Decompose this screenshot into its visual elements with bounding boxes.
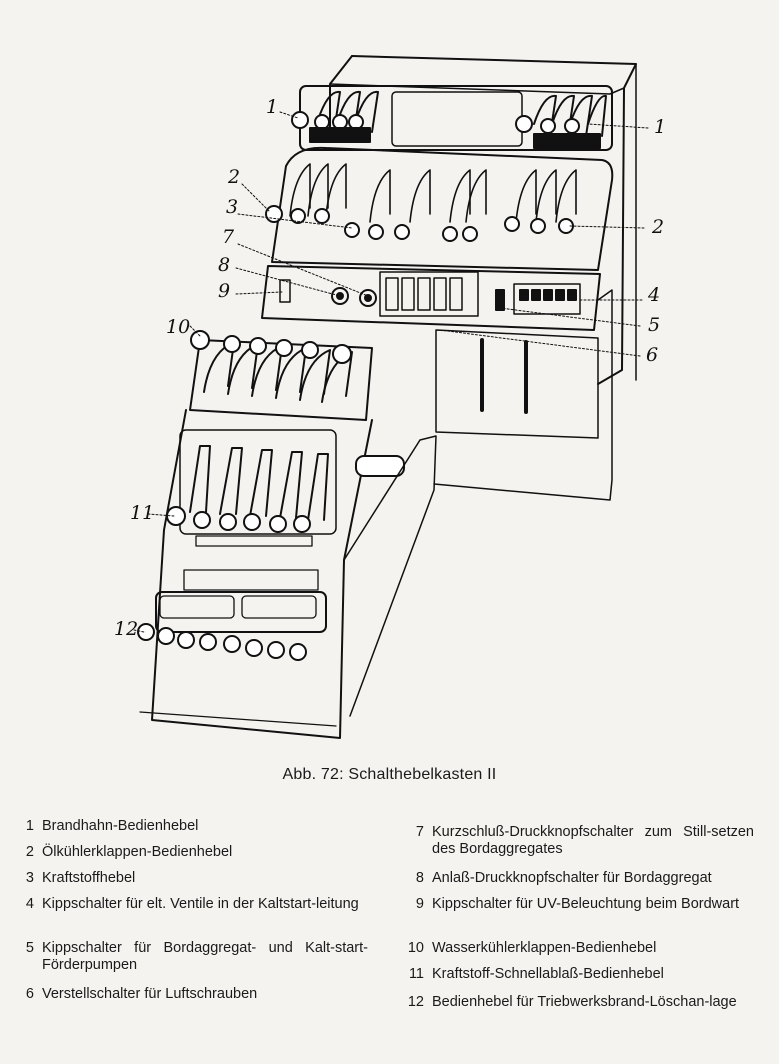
legend-text: Kippschalter für elt. Ventile in der Kal… [42, 896, 359, 912]
legend-item: 11 Kraftstoff-Schnellablaß-Bedienhebel [400, 966, 754, 983]
callout-8: 8 [218, 254, 231, 276]
legend-number: 5 [25, 940, 34, 956]
legend-text: Brandhahn-Bedienhebel [42, 818, 199, 834]
legend-item: 6 Verstellschalter für Luftschrauben [14, 986, 368, 1003]
callout-2-right: 2 [652, 216, 665, 238]
legend-item: 3 Kraftstoffhebel [14, 870, 368, 887]
callout-3: 3 [226, 196, 239, 218]
legend-item: 10 Wasserkühlerklappen-Bedienhebel [400, 940, 754, 957]
legend-text: Kraftstoffhebel [42, 870, 136, 886]
legend-text: Bedienhebel für Triebwerksbrand-Löschan-… [432, 994, 737, 1010]
callout-10: 10 [166, 316, 191, 338]
legend-item: 1 Brandhahn-Bedienhebel [14, 818, 368, 835]
legend-number: 12 [407, 994, 424, 1010]
legend-number: 8 [415, 870, 424, 886]
callout-12: 12 [114, 618, 139, 640]
callout-4: 4 [648, 284, 661, 306]
legend-item: 2 Ölkühlerklappen-Bedienhebel [14, 844, 368, 861]
legend-text: Anlaß-Druckknopfschalter für Bordaggrega… [432, 870, 712, 886]
legend: 1 Brandhahn-Bedienhebel 2 Ölkühlerklappe… [0, 818, 779, 1058]
legend-text: Kippschalter für UV-Beleuchtung beim Bor… [432, 896, 740, 912]
legend-text: Verstellschalter für Luftschrauben [42, 986, 258, 1002]
legend-text: Ölkühlerklappen-Bedienhebel [42, 844, 233, 860]
legend-text: Kurzschluß-Druckknopfschalter zum Still-… [432, 824, 754, 857]
legend-number: 2 [25, 844, 34, 860]
legend-number: 3 [25, 870, 34, 886]
legend-number: 4 [25, 896, 34, 912]
callout-7: 7 [222, 226, 235, 248]
callout-6: 6 [646, 344, 659, 366]
legend-text: Kippschalter für Bordaggregat- und Kalt-… [42, 940, 368, 973]
legend-item: 7 Kurzschluß-Druckknopfschalter zum Stil… [400, 824, 754, 858]
callout-11: 11 [130, 502, 155, 524]
callout-9: 9 [218, 280, 231, 302]
figure-caption: Abb. 72: Schalthebelkasten II [282, 766, 497, 783]
legend-item: 8 Anlaß-Druckknopfschalter für Bordaggre… [400, 870, 754, 887]
legend-text: Wasserkühlerklappen-Bedienhebel [432, 940, 657, 956]
switch-lever-box-drawing [133, 55, 649, 739]
legend-item: 4 Kippschalter für elt. Ventile in der K… [14, 896, 368, 913]
legend-item: 5 Kippschalter für Bordaggregat- und Kal… [14, 940, 368, 974]
callout-1-left: 1 [266, 96, 279, 118]
legend-number: 9 [415, 896, 424, 912]
callout-1-right: 1 [654, 116, 667, 138]
legend-number: 11 [408, 966, 424, 982]
legend-number: 7 [415, 824, 424, 840]
callout-2-left: 2 [228, 166, 241, 188]
legend-item: 9 Kippschalter für UV-Beleuchtung beim B… [400, 896, 754, 913]
legend-number: 6 [25, 986, 34, 1002]
legend-item: 12 Bedienhebel für Triebwerksbrand-Lösch… [400, 994, 754, 1011]
legend-number: 1 [25, 818, 34, 834]
callout-5: 5 [648, 314, 661, 336]
legend-number: 10 [407, 940, 424, 956]
legend-text: Kraftstoff-Schnellablaß-Bedienhebel [432, 966, 664, 982]
technical-illustration: 1 1 2 2 3 4 5 6 7 8 9 10 11 12 [114, 55, 667, 739]
